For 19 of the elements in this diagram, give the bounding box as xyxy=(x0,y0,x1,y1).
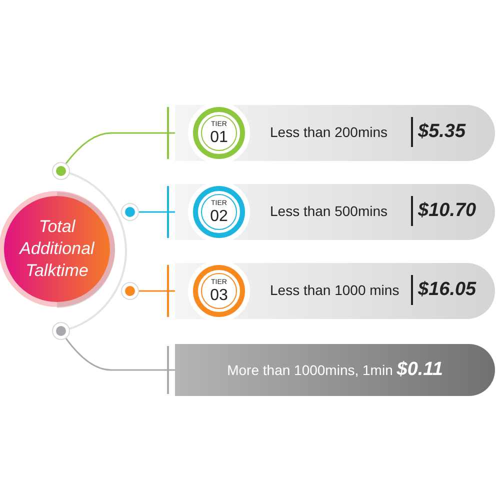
overage-text: More than 1000mins, 1min $0.11 xyxy=(227,358,443,382)
price-text: $16.05 xyxy=(418,278,476,302)
connector-line xyxy=(139,211,175,213)
tier-number: 03 xyxy=(210,286,228,304)
tier-number: 01 xyxy=(210,128,228,146)
tier-number: 02 xyxy=(210,208,228,224)
connector-line xyxy=(139,290,175,292)
connector-line xyxy=(65,132,175,164)
tier-bar xyxy=(175,184,495,240)
price-text: $10.70 xyxy=(418,199,476,223)
minutes-text: Less than 500mins xyxy=(270,202,388,220)
hub-title: Total Additional Talktime xyxy=(18,216,96,282)
connector-line xyxy=(65,338,175,371)
minutes-text: Less than 1000 mins xyxy=(270,281,400,299)
tier-bar xyxy=(175,263,495,319)
overage-bar xyxy=(175,344,495,396)
price-text: $5.35 xyxy=(418,120,466,144)
minutes-text: Less than 200mins xyxy=(270,123,388,141)
tier-bar xyxy=(175,105,495,161)
